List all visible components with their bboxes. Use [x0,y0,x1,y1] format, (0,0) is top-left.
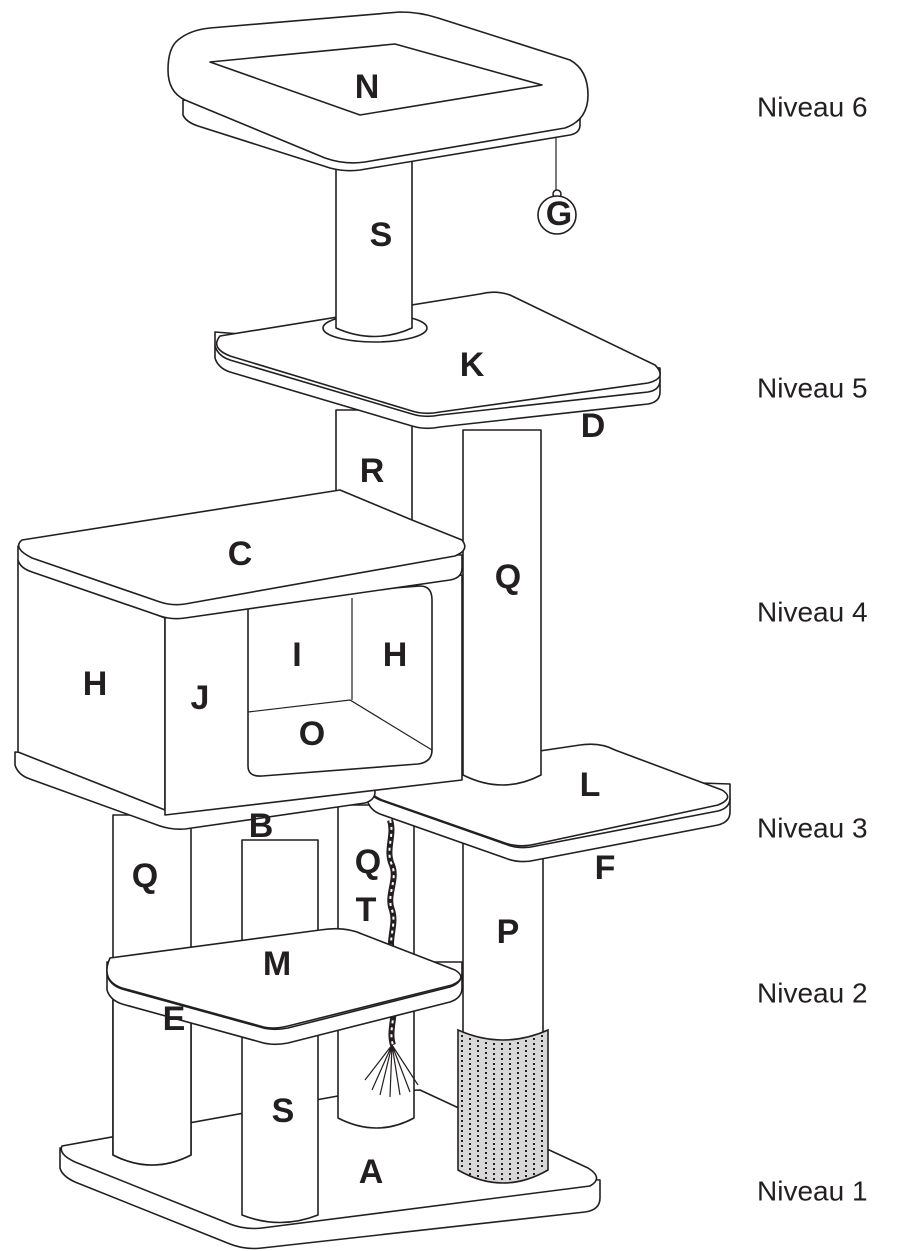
label-p: P [497,913,520,951]
label-h-window: H [383,636,408,674]
hanging-toy-g [537,138,577,235]
label-m: M [263,945,291,983]
label-q-upper: Q [495,558,521,596]
post-front-left [112,999,192,1166]
label-s-bottom: S [272,1092,295,1130]
label-d: D [581,407,606,445]
level-1-label: Niveau 1 [757,1175,868,1206]
level-2-label: Niveau 2 [757,977,868,1008]
label-o: O [299,715,325,753]
label-f: F [595,849,616,887]
post-q-upper [462,429,542,786]
level-3-label: Niveau 3 [757,812,868,843]
top-bed-n [167,11,589,172]
label-a: A [359,1153,384,1191]
label-q-left: Q [132,857,158,895]
label-n: N [355,68,380,106]
level-5-label: Niveau 5 [757,372,868,403]
post-s-top [335,149,413,338]
label-e: E [163,1000,186,1038]
label-l: L [580,766,601,804]
label-j: J [191,679,210,717]
label-h-side: H [83,665,108,703]
label-q-mid: Q [355,843,381,881]
label-t: T [356,891,377,929]
label-s-top: S [370,216,393,254]
label-b: B [249,807,274,845]
platform-m [106,927,463,1046]
platform-k [214,291,661,430]
label-k: K [460,346,485,384]
level-6-label: Niveau 6 [757,91,868,122]
label-c: C [228,535,253,573]
scratcher-brush [457,1028,549,1184]
label-r: R [360,452,385,490]
label-g: G [546,195,572,233]
label-i: I [292,636,301,674]
level-4-label: Niveau 4 [757,596,868,627]
cat-house [14,489,466,830]
